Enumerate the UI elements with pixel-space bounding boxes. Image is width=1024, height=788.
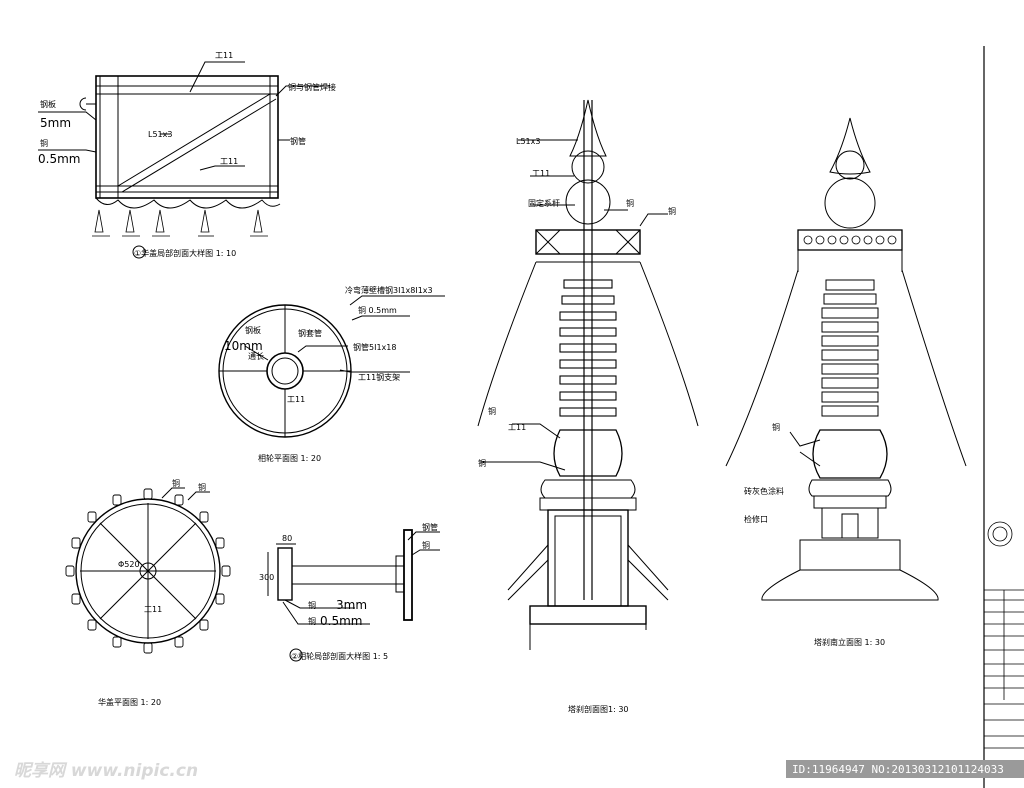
elev-copper-label: 铜: [772, 422, 780, 432]
spire-elevation: [725, 117, 967, 601]
ring-detail-dim-height: 300: [259, 573, 274, 582]
canopy-section-detail: [38, 61, 330, 259]
ring-pipe-label: 钢管5I1x18: [353, 342, 396, 352]
elev-ring-stack: [821, 279, 879, 417]
ring-detail-copper-label-3: 铜: [308, 616, 316, 626]
ring-plate-thickness: 10mm: [224, 339, 263, 353]
ring-detail-copper-thickness: 3mm: [336, 598, 367, 612]
canopy-plan-label-b: 铜: [198, 482, 206, 492]
canopy-mid-label: 工11: [220, 157, 238, 166]
ring-plate-label: 钢板: [245, 325, 261, 335]
ring-beam-label: 工11: [287, 395, 305, 404]
ring-detail-copper-label-2: 铜: [308, 600, 316, 610]
canopy-top-label: 工11: [215, 51, 233, 60]
title-block: [983, 46, 1024, 788]
spire-section: [477, 99, 699, 650]
ring-through-label: 通长: [248, 351, 264, 361]
ring-stack: [559, 279, 617, 417]
canopy-bells: [65, 488, 231, 654]
canopy-pipe-label: 钢管: [290, 136, 306, 146]
canopy-plan-label-a: 铜: [172, 478, 180, 488]
canopy-angle-label: L51x3: [148, 130, 172, 139]
ring-plan: [218, 295, 445, 438]
canopy-plan-dia: Φ520: [118, 560, 140, 569]
canopy-section-caption: ①华盖局部剖面大样图 1: 10: [134, 248, 236, 258]
elev-paint-label: 砖灰色涂料: [744, 486, 784, 496]
spire-copper-left: 铜: [488, 406, 496, 416]
ring-detail-copper-thickness-2: 0.5mm: [320, 614, 362, 628]
ring-frame-label: 工11钢支架: [358, 372, 400, 382]
canopy-plan-caption: 华盖平面图 1: 20: [98, 697, 161, 707]
ring-detail-pipe-label: 钢管: [422, 522, 438, 532]
canopy-copper-thickness: 0.5mm: [38, 152, 80, 166]
spire-copper-right: 铜: [626, 198, 634, 208]
watermark-id-bar: [786, 760, 1024, 778]
canopy-weld-label: 铜与钢管焊接: [288, 82, 336, 92]
spire-angle-label: L51x3: [516, 137, 540, 146]
spire-fix-label: 固定系杆: [528, 198, 560, 208]
canopy-plan: [65, 487, 231, 654]
canopy-plan-beam: 工11: [144, 605, 162, 614]
spire-section-caption: 塔刹剖面图1: 30: [568, 704, 629, 714]
spire-beam-label-2: 工11: [508, 423, 526, 432]
spire-copper-left-2: 铜: [478, 458, 486, 468]
spire-copper-right-2: 铜: [668, 206, 676, 216]
ring-copper-label: 铜 0.5mm: [358, 305, 397, 315]
ring-plan-caption: 相轮平面图 1: 20: [258, 453, 321, 463]
canopy-copper-label: 铜: [40, 138, 48, 148]
ring-detail-dim-width: 80: [282, 534, 292, 543]
watermark-brand: 昵享网 www.nipic.cn: [14, 761, 198, 781]
spire-beam-label: 工11: [532, 169, 550, 178]
ring-channel-label: 冷弯薄壁槽钢3I1x8I1x3: [345, 285, 433, 295]
bell-row: [92, 209, 268, 237]
elev-caption: 塔刹南立面图 1: 30: [814, 637, 885, 647]
ring-sleeve-label: 钢套管: [298, 328, 322, 338]
ring-section-detail: [267, 529, 440, 662]
ring-detail-caption: ②相轮局部剖面大样图 1: 5: [291, 651, 388, 661]
canopy-plate-thickness: 5mm: [40, 116, 71, 130]
watermark-id: ID:11964947 NO:20130312101124033: [792, 763, 1004, 776]
ring-detail-copper-label: 铜: [422, 540, 430, 550]
elev-door-label: 检修口: [744, 514, 768, 524]
canopy-plate-label: 钢板: [40, 99, 56, 109]
elev-bead-row: [803, 235, 897, 245]
